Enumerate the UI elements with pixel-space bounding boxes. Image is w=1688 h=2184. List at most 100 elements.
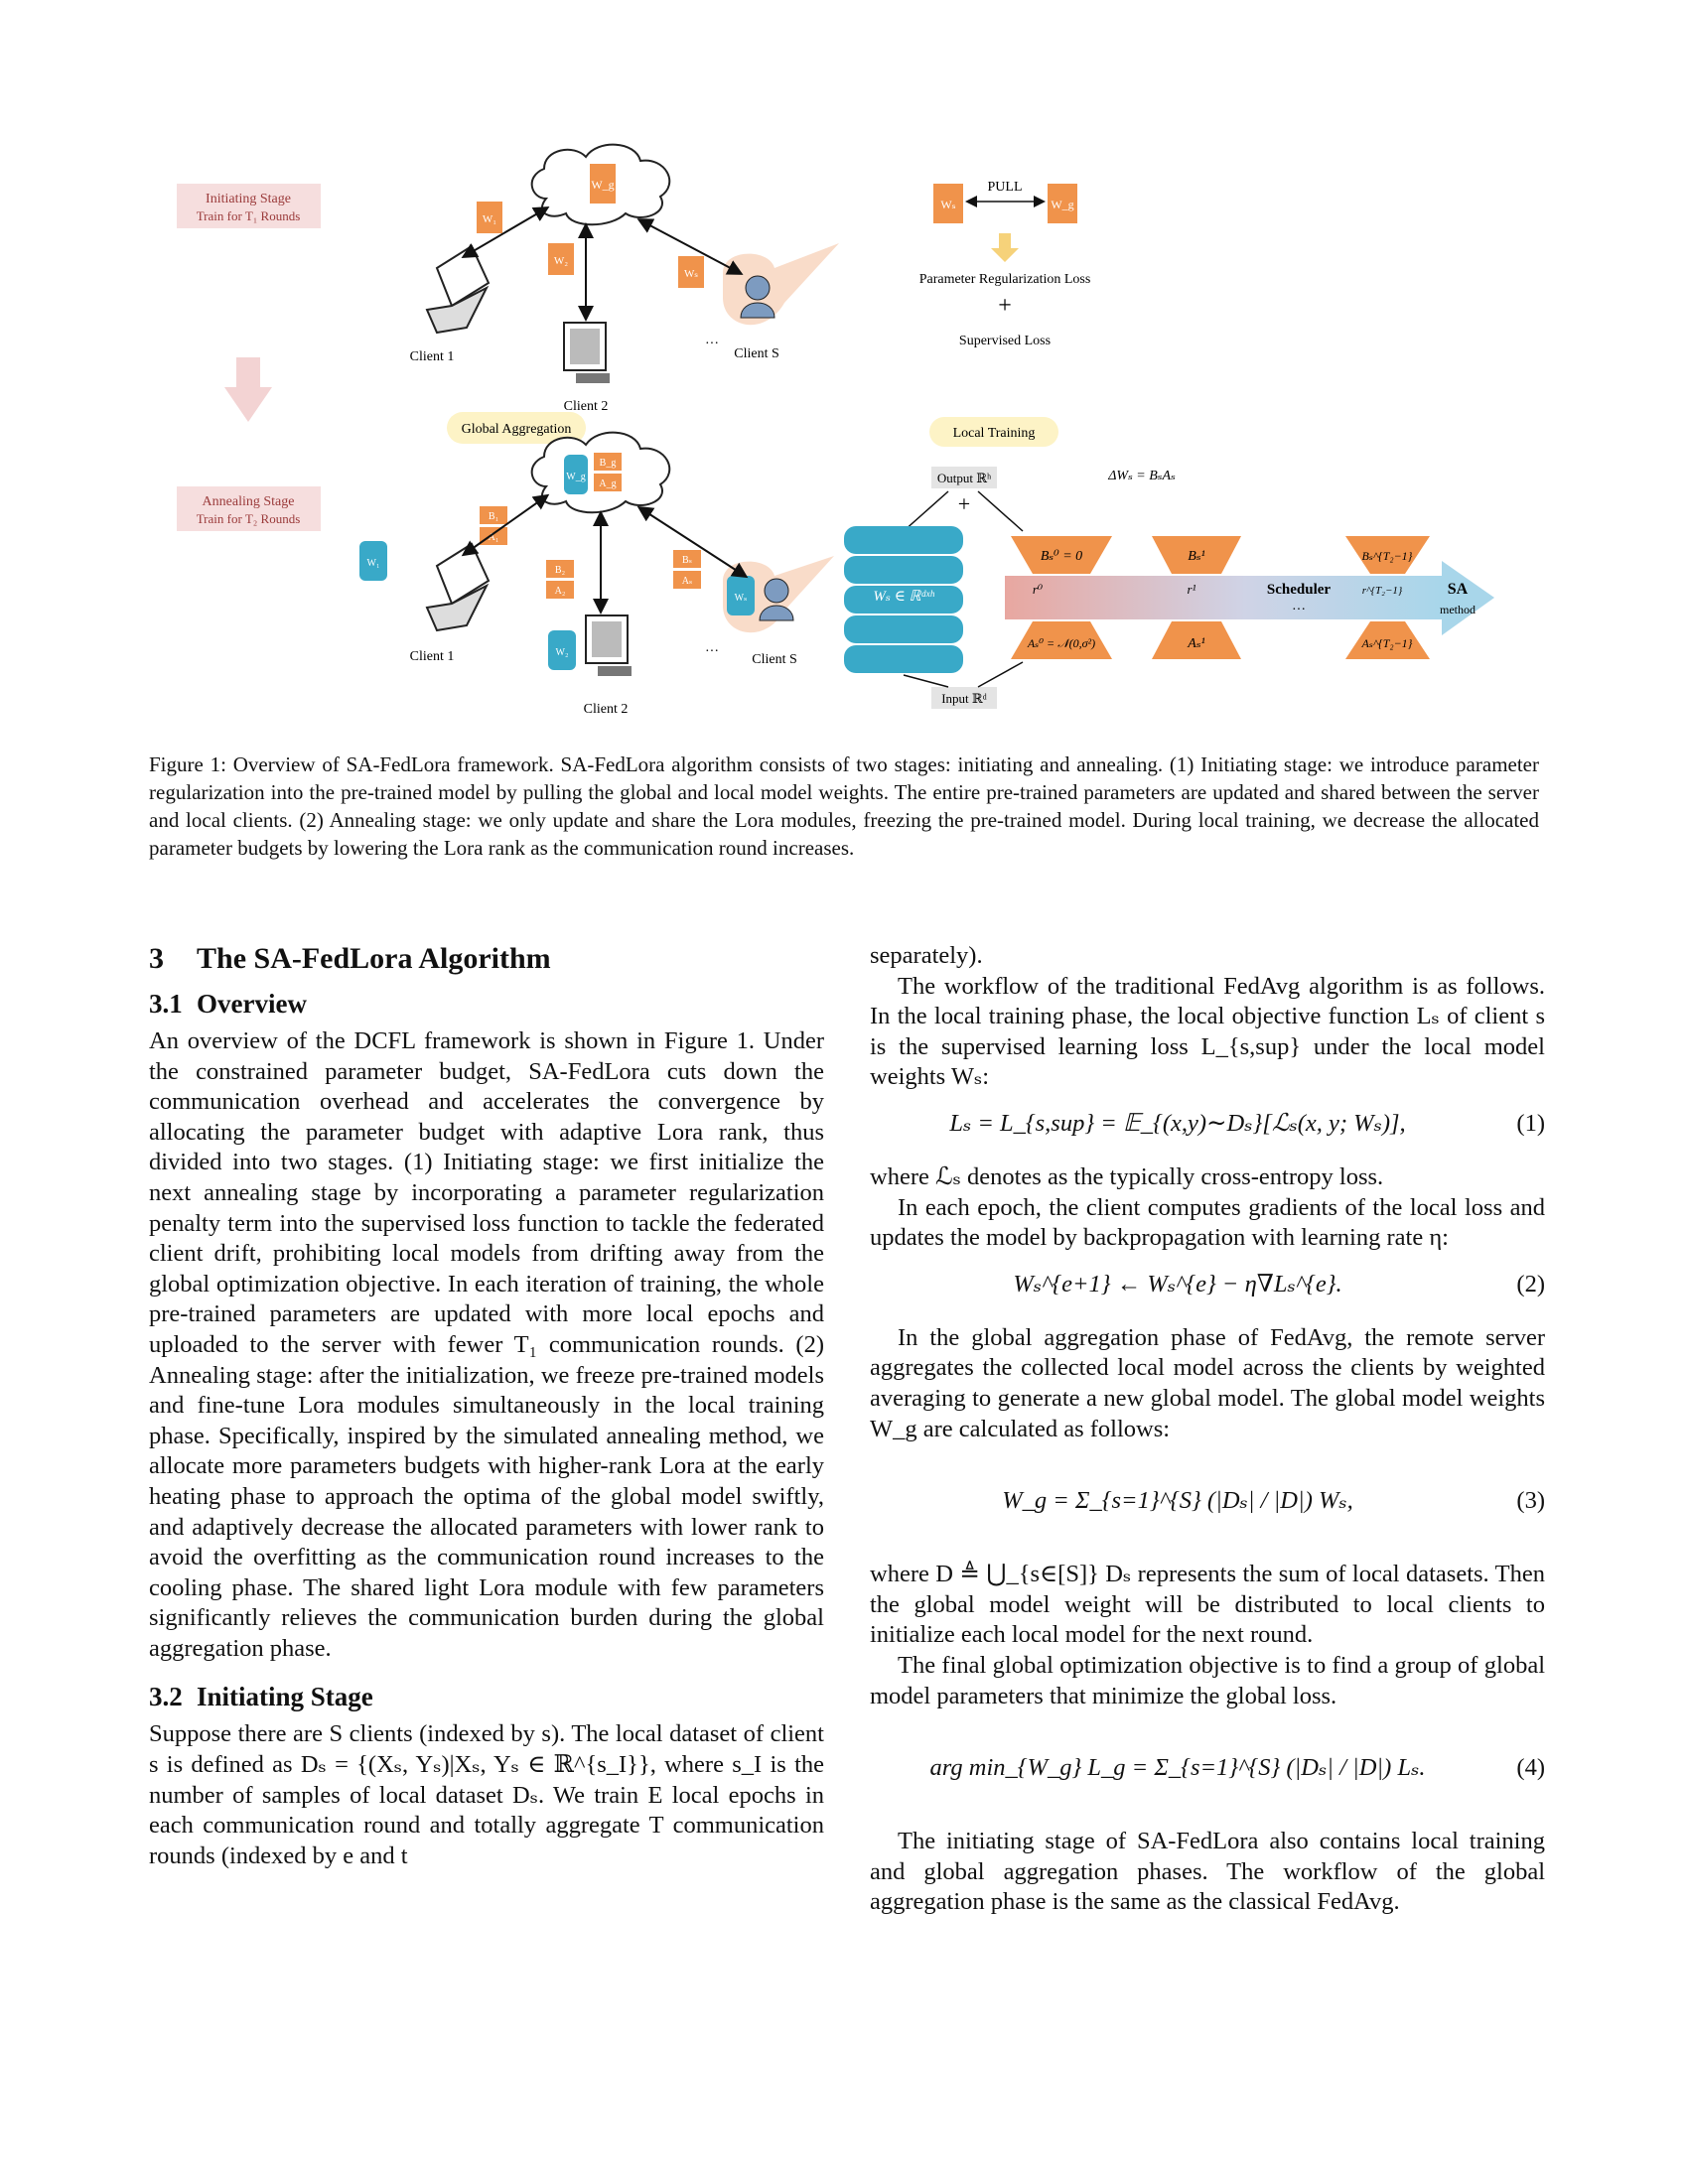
subsection-title: Overview bbox=[197, 989, 307, 1019]
equation-2: Wₛ^{e+1} ← Wₛ^{e} − η∇Lₛ^{e}. (2) bbox=[870, 1262, 1545, 1315]
initiating-rounds-label: Train for T₁ Rounds bbox=[197, 208, 301, 223]
wg-pull-label: W_g bbox=[1051, 198, 1073, 211]
reg-loss-label: Parameter Regularization Loss bbox=[919, 272, 1091, 287]
arrow-server-clients-top bbox=[636, 218, 744, 275]
rank-band bbox=[1005, 576, 1442, 619]
equation-1-number: (1) bbox=[1516, 1109, 1545, 1137]
a1s-label: Aₛ¹ bbox=[1187, 636, 1204, 651]
continued-text: separately). bbox=[870, 942, 983, 969]
bT-trapezoid bbox=[1345, 536, 1430, 574]
subsection-title: Initiating Stage bbox=[197, 1682, 373, 1712]
figure-caption: Figure 1: Overview of SA-FedLora framewo… bbox=[149, 752, 1539, 860]
arrow-input-left bbox=[903, 674, 949, 688]
equation-2-body: Wₛ^{e+1} ← Wₛ^{e} − η∇Lₛ^{e}. bbox=[1013, 1270, 1342, 1297]
aT-trapezoid bbox=[1345, 621, 1430, 659]
right-column: separately). The workflow of the traditi… bbox=[870, 941, 1545, 1918]
client-1-label-top: Client 1 bbox=[410, 349, 455, 364]
equation-4-body: arg min_{W_g} L_g = Σ_{s=1}^{S} (|Dₛ| / … bbox=[929, 1754, 1426, 1782]
local-training-pill bbox=[929, 417, 1058, 447]
bT-label: Bₛ^{T₂−1} bbox=[1362, 549, 1413, 563]
ws-pull-label: Wₛ bbox=[940, 198, 955, 211]
w2-block-top bbox=[548, 243, 574, 275]
method-label: method bbox=[1440, 603, 1476, 616]
global-aggregation-pill bbox=[447, 412, 586, 444]
sa-arrow-head bbox=[1442, 561, 1494, 635]
equation-3: W_g = Σ_{s=1}^{S} (|Dₛ| / |D|) Wₛ, (3) bbox=[870, 1452, 1545, 1552]
r1-label: r¹ bbox=[1188, 582, 1196, 597]
client-s-label-top: Client S bbox=[734, 346, 779, 361]
annealing-stage-box bbox=[177, 486, 321, 531]
desktop-client-2-top bbox=[563, 322, 610, 383]
client-2-label-top: Client 2 bbox=[564, 399, 609, 414]
ws-frozen-label: Wₛ bbox=[735, 593, 748, 604]
server-cloud-bottom bbox=[530, 431, 671, 514]
a1s-trapezoid bbox=[1152, 621, 1241, 659]
aT-label: Aₛ^{T₂−1} bbox=[1361, 636, 1413, 650]
scheduler-ellipsis: ··· bbox=[1292, 603, 1306, 617]
equation-1-body: Lₛ = L_{s,sup} = 𝔼_{(x,y)∼Dₛ}[ℒₛ(x, y; W… bbox=[949, 1109, 1406, 1137]
annealing-rounds-label: Train for T₂ Rounds bbox=[197, 511, 301, 526]
client-s-label-bottom: Client S bbox=[752, 652, 797, 667]
ag-label: A_g bbox=[599, 478, 616, 489]
initiating-stage-box bbox=[177, 184, 321, 228]
b1s-trapezoid bbox=[1152, 536, 1241, 574]
plus-sign-lora: + bbox=[958, 491, 970, 516]
arrow-to-output-left bbox=[903, 490, 949, 532]
b0-trapezoid bbox=[1011, 536, 1112, 574]
desktop-client-2-bottom bbox=[585, 614, 632, 676]
r0-label: r⁰ bbox=[1033, 582, 1044, 597]
as-label: Aₛ bbox=[682, 576, 693, 587]
pull-label: PULL bbox=[988, 180, 1023, 195]
wg-pull-block bbox=[1048, 184, 1077, 223]
initiating-stage-label: Initiating Stage bbox=[206, 192, 291, 206]
local-training-label: Local Training bbox=[953, 426, 1036, 441]
ws-label-top: Wₛ bbox=[684, 268, 698, 280]
delta-w-formula: ΔWₛ = BₛAₛ bbox=[1107, 469, 1176, 483]
global-weight-frozen bbox=[564, 455, 588, 494]
plus-sign-top: + bbox=[998, 293, 1012, 319]
b1-label: B₁ bbox=[489, 511, 498, 522]
equation-3-number: (3) bbox=[1516, 1487, 1545, 1515]
ag-block bbox=[594, 474, 622, 491]
user-icon-top bbox=[740, 275, 775, 319]
client-2-label-bottom: Client 2 bbox=[584, 702, 629, 717]
w2-frozen-bottom bbox=[548, 630, 576, 670]
initiating-workflow-paragraph: The initiating stage of SA-FedLora also … bbox=[870, 1828, 1545, 1916]
bg-block bbox=[594, 453, 622, 471]
ws-pull-block bbox=[933, 184, 963, 223]
global-weight-label: W_g bbox=[591, 178, 614, 192]
stage-down-arrow bbox=[224, 357, 272, 422]
w2-frozen-label: W₂ bbox=[556, 647, 569, 658]
pretrained-weight-stack bbox=[844, 526, 963, 673]
rT-label: r^{T₂−1} bbox=[1362, 585, 1403, 597]
initiating-paragraph: Suppose there are S clients (indexed by … bbox=[149, 1720, 824, 1869]
user-icon-bottom bbox=[759, 578, 794, 621]
laptop-client-1-bottom bbox=[425, 542, 491, 632]
arrow-server-client1-top bbox=[461, 205, 550, 259]
a2-label: A₂ bbox=[555, 586, 566, 597]
equation-1: Lₛ = L_{s,sup} = 𝔼_{(x,y)∼Dₛ}[ℒₛ(x, y; W… bbox=[870, 1101, 1545, 1155]
overview-paragraph: An overview of the DCFL framework is sho… bbox=[149, 1027, 824, 1662]
equation-4-number: (4) bbox=[1516, 1754, 1545, 1782]
a0-trapezoid bbox=[1011, 621, 1112, 659]
ws-space-label: Wₛ ∈ ℝᵈˣʰ bbox=[873, 589, 934, 605]
epoch-paragraph: In each epoch, the client computes gradi… bbox=[870, 1193, 1545, 1252]
section-number: 3 bbox=[149, 942, 164, 975]
aggregation-paragraph: In the global aggregation phase of FedAv… bbox=[870, 1323, 1545, 1442]
figure-1-diagram: Initiating Stage Train for T₁ Rounds Ann… bbox=[177, 143, 1494, 717]
client-s-bubble-top bbox=[723, 243, 839, 326]
global-aggregation-label: Global Aggregation bbox=[462, 422, 572, 437]
arrow-server-clients-bottom bbox=[636, 505, 749, 579]
dataset-union-paragraph: where D ≜ ⋃_{s∈[S]} Dₛ represents the su… bbox=[870, 1561, 1545, 1649]
arrow-to-output-right bbox=[977, 490, 1024, 532]
w1-frozen-label: W₁ bbox=[367, 558, 380, 569]
global-weight-block bbox=[590, 164, 616, 204]
sup-loss-label: Supervised Loss bbox=[959, 334, 1051, 348]
sa-label: SA bbox=[1448, 581, 1469, 598]
equation-4: arg min_{W_g} L_g = Σ_{s=1}^{S} (|Dₛ| / … bbox=[870, 1719, 1545, 1819]
